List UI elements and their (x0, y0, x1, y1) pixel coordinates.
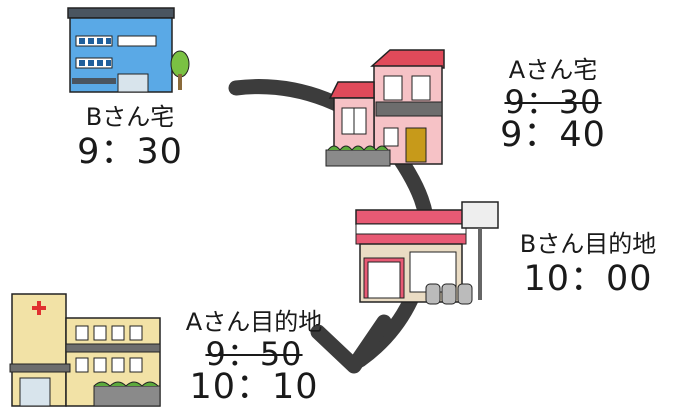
route-line (228, 79, 435, 368)
b-destination-name: Bさん目的地 (519, 230, 657, 258)
b-destination-time: 10：00 (523, 259, 653, 299)
a-home-new-time: 9：40 (500, 115, 606, 155)
house-icon (325, 49, 445, 167)
apartment-building-icon (67, 7, 190, 93)
a-home-name: Aさん宅 (508, 56, 598, 84)
b-home-time: 9：30 (77, 132, 183, 172)
a-destination-old-time: 9：50 (205, 335, 303, 373)
a-destination-name: Aさん目的地 (185, 308, 323, 336)
route-arrowhead (310, 314, 392, 374)
hospital-icon (9, 293, 161, 407)
convenience-store-icon (355, 201, 499, 305)
b-home-label: Bさん宅 9：30 (70, 105, 190, 170)
a-home-label: Aさん宅 9：30 9：40 (488, 58, 618, 153)
a-destination-label: Aさん目的地 9：50 10：10 (174, 310, 334, 405)
a-destination-new-time: 10：10 (189, 367, 319, 407)
a-home-old-time: 9：30 (504, 83, 602, 121)
b-home-name: Bさん宅 (85, 103, 175, 131)
b-destination-label: Bさん目的地 10：00 (508, 232, 668, 297)
